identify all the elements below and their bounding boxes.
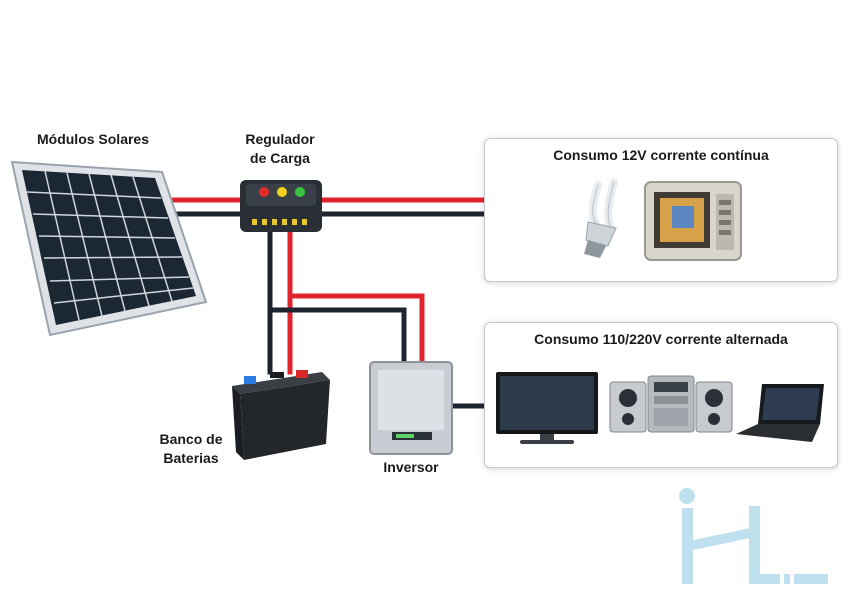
solar-modules-label: Módulos Solares <box>36 131 150 147</box>
inverter-label: Inversor <box>383 459 439 475</box>
battery-bank-label-line1: Banco de <box>159 431 223 447</box>
ac-load-box: Consumo 110/220V corrente alternada <box>484 322 838 468</box>
charge-regulator-label: Regulador de Carga <box>230 130 330 168</box>
charge-regulator-label-line1: Regulador <box>245 131 315 147</box>
charge-controller-icon <box>240 180 322 232</box>
ac-load-title: Consumo 110/220V corrente alternada <box>534 331 788 347</box>
inverter-icon <box>369 361 453 455</box>
battery-bank-label-line2: Baterias <box>163 450 219 466</box>
solar-panel-icon <box>10 160 208 337</box>
battery-to-inverter-positive <box>287 293 425 368</box>
battery-bank-label: Banco de Baterias <box>146 430 236 468</box>
battery-icon <box>232 370 330 460</box>
logo-mark <box>679 488 828 584</box>
dc-load-title: Consumo 12V corrente contínua <box>553 147 769 163</box>
dc-load-box: Consumo 12V corrente contínua <box>484 138 838 282</box>
charge-regulator-label-line2: de Carga <box>250 150 310 166</box>
battery-to-inverter-negative <box>267 307 407 368</box>
wiring <box>169 197 487 409</box>
